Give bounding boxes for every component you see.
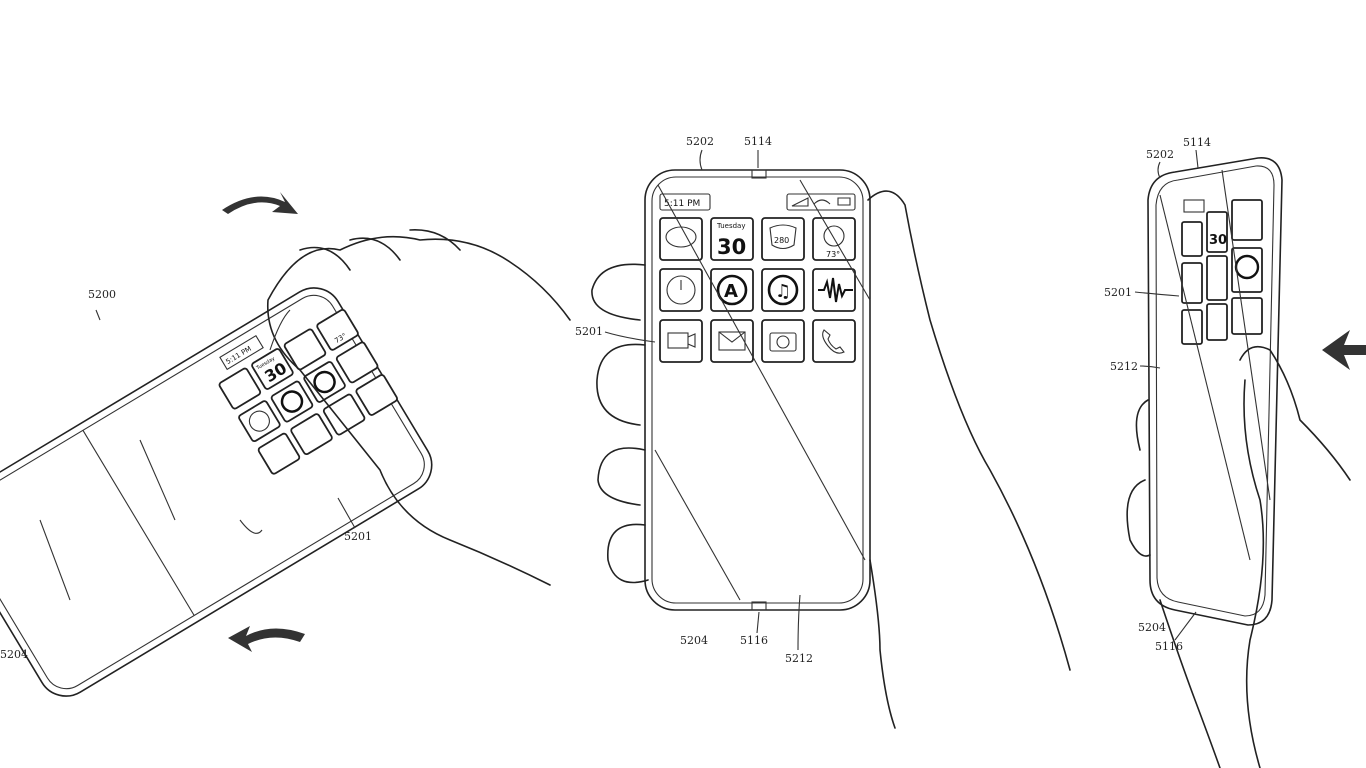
phone-icon: [812, 319, 856, 363]
svg-text:73°: 73°: [826, 250, 840, 259]
center-view: 5:11 PM Tuesday 30 280 73° A ♫: [575, 135, 1071, 729]
svg-text:5114: 5114: [744, 135, 772, 148]
right-app-grid: 30: [1181, 199, 1263, 345]
messages-icon: [659, 217, 703, 261]
svg-text:5204: 5204: [1138, 621, 1166, 634]
rotate-arrow-bottom-icon: [228, 626, 305, 652]
direction-arrow-icon: [1322, 330, 1366, 370]
camera-icon: [761, 319, 805, 363]
svg-text:5201: 5201: [344, 530, 372, 543]
svg-text:5201: 5201: [1104, 286, 1132, 299]
left-view: 5:11 PM Tuesday 30 73°: [0, 192, 571, 697]
svg-text:5201: 5201: [575, 325, 603, 338]
svg-text:5212: 5212: [1110, 360, 1138, 373]
svg-text:30: 30: [717, 235, 746, 259]
svg-text:5114: 5114: [1183, 136, 1211, 149]
svg-text:5116: 5116: [1155, 640, 1183, 653]
sensor-top: [751, 169, 767, 179]
svg-text:Tuesday: Tuesday: [716, 222, 745, 230]
svg-text:♫: ♫: [775, 281, 791, 302]
maps-icon: [761, 217, 805, 261]
center-app-grid: Tuesday 30 280 73° A ♫: [659, 217, 856, 363]
rotate-arrow-top-icon: [222, 192, 298, 214]
status-icons: [786, 193, 856, 211]
svg-text:5204: 5204: [0, 648, 28, 661]
left-phone: 5:11 PM Tuesday 30 73°: [0, 287, 433, 697]
svg-text:A: A: [724, 281, 738, 302]
video-icon: [659, 319, 703, 363]
svg-text:5116: 5116: [740, 634, 768, 647]
mail-icon: [710, 319, 754, 363]
svg-text:5200: 5200: [88, 288, 116, 301]
right-view: 30 5202 5114 5201 5212 5204 5116: [1104, 136, 1366, 768]
sensor-bottom: [751, 601, 767, 611]
svg-text:280: 280: [774, 236, 789, 245]
svg-text:5202: 5202: [686, 135, 714, 148]
status-time: 5:11 PM: [664, 199, 700, 209]
svg-text:5202: 5202: [1146, 148, 1174, 161]
calendar-icon: [710, 217, 754, 261]
svg-text:5212: 5212: [785, 652, 813, 665]
svg-text:30: 30: [1209, 233, 1227, 248]
left-app-grid: Tuesday 30 73°: [218, 308, 398, 475]
svg-text:5204: 5204: [680, 634, 708, 647]
